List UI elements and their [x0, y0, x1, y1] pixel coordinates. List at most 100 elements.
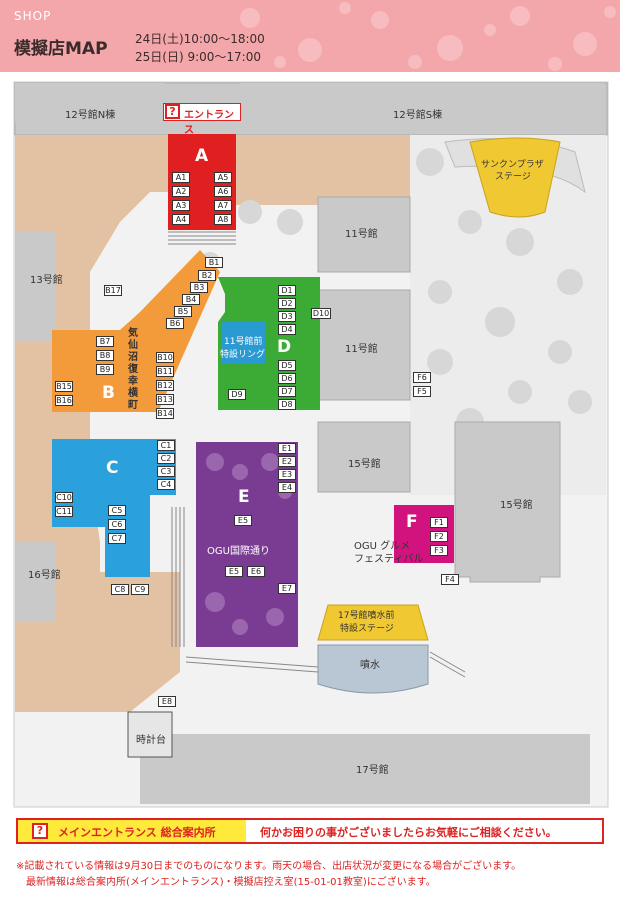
stall-e1[interactable]: E1 [278, 443, 296, 454]
stall-c3[interactable]: C3 [157, 466, 175, 477]
stall-c9[interactable]: C9 [131, 584, 149, 595]
stall-d6[interactable]: D6 [278, 373, 296, 384]
clock-tower: 時計台 [136, 735, 166, 746]
stall-b9[interactable]: B9 [96, 364, 114, 375]
stall-b3[interactable]: B3 [190, 282, 208, 293]
d-ring-title1: 11号館前 [224, 337, 263, 347]
page-title: 模擬店MAP [14, 39, 108, 59]
stall-a8[interactable]: A8 [214, 214, 232, 225]
stall-e2[interactable]: E2 [278, 456, 296, 467]
stall-e8[interactable]: E8 [158, 696, 176, 707]
stall-b16[interactable]: B16 [55, 395, 73, 406]
stall-f4[interactable]: F4 [441, 574, 459, 585]
stall-a3[interactable]: A3 [172, 200, 190, 211]
entrance-marker[interactable]: ? エントランス [163, 103, 241, 136]
stall-f1[interactable]: F1 [430, 517, 448, 528]
fountain: 噴水 [360, 660, 380, 671]
stall-f2[interactable]: F2 [430, 531, 448, 542]
stage17-title2: 特設ステージ [340, 624, 394, 634]
stall-b14[interactable]: B14 [156, 408, 174, 419]
zone-c-label: C [106, 458, 119, 478]
info-icon: ? [165, 104, 180, 119]
f-gourmet-title1: OGU グルメ [354, 541, 411, 552]
stall-b15[interactable]: B15 [55, 381, 73, 392]
building-12n: 12号館N棟 [65, 110, 116, 121]
stall-c2[interactable]: C2 [157, 453, 175, 464]
stall-a7[interactable]: A7 [214, 200, 232, 211]
stall-d5[interactable]: D5 [278, 360, 296, 371]
stall-b7[interactable]: B7 [96, 336, 114, 347]
stall-c10[interactable]: C10 [55, 492, 73, 503]
campus-map: 12号館N棟 12号館S棟 13号館 11号館 11号館 15号館 15号館 1… [0, 72, 620, 812]
stall-a2[interactable]: A2 [172, 186, 190, 197]
building-16: 16号館 [28, 570, 61, 581]
stall-c11[interactable]: C11 [55, 506, 73, 517]
header-shop-label: SHOP [14, 9, 52, 23]
stall-d9[interactable]: D9 [228, 389, 246, 400]
stall-d8[interactable]: D8 [278, 399, 296, 410]
stall-e4[interactable]: E4 [278, 482, 296, 493]
stall-c5[interactable]: C5 [108, 505, 126, 516]
notice-line1: ※記載されている情報は9月30日までのものになります。雨天の場合、出店状況が変更… [16, 861, 522, 872]
stall-b17[interactable]: B17 [104, 285, 122, 296]
stall-e5-bottom[interactable]: E5 [225, 566, 243, 577]
stall-d4[interactable]: D4 [278, 324, 296, 335]
entrance-label: エントランス [184, 110, 234, 136]
stall-d3[interactable]: D3 [278, 311, 296, 322]
notice-line2: 最新情報は総合案内所(メインエントランス)・模擬店控え室(15-01-01教室)… [26, 877, 436, 888]
map-graphics [13, 81, 609, 808]
stall-c8[interactable]: C8 [111, 584, 129, 595]
stall-e5-top[interactable]: E5 [234, 515, 252, 526]
stall-b12[interactable]: B12 [156, 380, 174, 391]
stall-c7[interactable]: C7 [108, 533, 126, 544]
stall-d1[interactable]: D1 [278, 285, 296, 296]
info-desk-bar: ? メインエントランス 総合案内所 何かお困りの事がございましたらお気軽にご相談… [16, 818, 604, 844]
building-12s: 12号館S棟 [393, 110, 443, 121]
stall-b13[interactable]: B13 [156, 394, 174, 405]
stall-a5[interactable]: A5 [214, 172, 232, 183]
building-17: 17号館 [356, 765, 389, 776]
building-13: 13号館 [30, 275, 63, 286]
stall-b6[interactable]: B6 [166, 318, 184, 329]
stall-c6[interactable]: C6 [108, 519, 126, 530]
stall-e7[interactable]: E7 [278, 583, 296, 594]
stall-c4[interactable]: C4 [157, 479, 175, 490]
info-icon: ? [32, 823, 48, 839]
zone-b-label: B [102, 383, 115, 403]
info-desk-message: 何かお困りの事がございましたらお気軽にご相談ください。 [260, 826, 557, 839]
schedule-day1: 24日(土)10:00～18:00 [135, 32, 265, 46]
stall-b2[interactable]: B2 [198, 270, 216, 281]
sunken-plaza-title2: ステージ [495, 172, 531, 182]
stall-a6[interactable]: A6 [214, 186, 232, 197]
zone-f-label: F [406, 512, 418, 532]
info-desk-title: メインエントランス 総合案内所 [58, 826, 216, 839]
stall-b5[interactable]: B5 [174, 306, 192, 317]
e-street-label: OGU国際通り [207, 546, 270, 557]
stall-e6[interactable]: E6 [247, 566, 265, 577]
stall-b11[interactable]: B11 [156, 366, 174, 377]
stall-d2[interactable]: D2 [278, 298, 296, 309]
stage17-title1: 17号館噴水前 [338, 611, 395, 621]
building-15: 15号館 [500, 500, 533, 511]
stall-b4[interactable]: B4 [182, 294, 200, 305]
f-gourmet-title2: フェスティバル [354, 554, 424, 565]
stall-a1[interactable]: A1 [172, 172, 190, 183]
stall-f5[interactable]: F5 [413, 386, 431, 397]
stall-f6[interactable]: F6 [413, 372, 431, 383]
stall-b8[interactable]: B8 [96, 350, 114, 361]
building-11-south: 11号館 [345, 344, 378, 355]
stall-f3[interactable]: F3 [430, 545, 448, 556]
stall-a4[interactable]: A4 [172, 214, 190, 225]
d-ring-title2: 特設リング [220, 350, 266, 360]
stall-b1[interactable]: B1 [205, 257, 223, 268]
b-street-label: 気仙沼復幸横町 [128, 328, 138, 411]
stall-c1[interactable]: C1 [157, 440, 175, 451]
stall-b10[interactable]: B10 [156, 352, 174, 363]
stall-d10[interactable]: D10 [311, 308, 331, 319]
stall-d7[interactable]: D7 [278, 386, 296, 397]
zone-d-label: D [277, 337, 292, 357]
schedule-day2: 25日(日) 9:00～17:00 [135, 50, 261, 64]
zone-a-label: A [195, 146, 209, 166]
stall-e3[interactable]: E3 [278, 469, 296, 480]
building-11-north: 11号館 [345, 229, 378, 240]
